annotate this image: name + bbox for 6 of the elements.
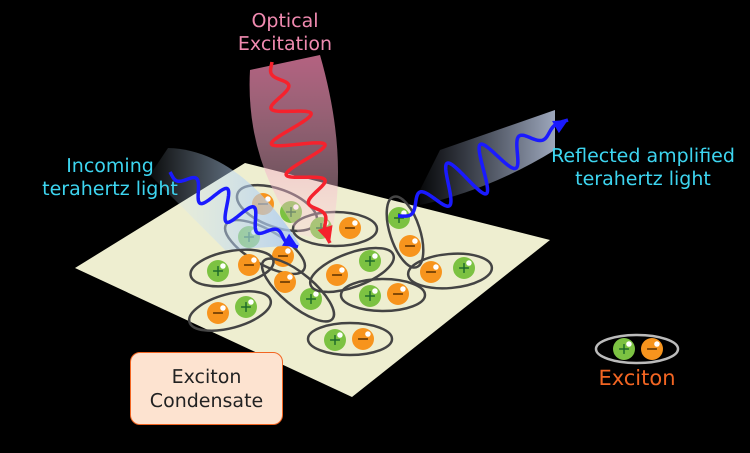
caption-text: Optical Excitation	[236, 10, 334, 56]
label-box	[130, 352, 283, 425]
caption-text: Incoming terahertz light	[41, 155, 179, 201]
legend-text: Exciton	[597, 367, 677, 390]
box-text: Exciton Condensate	[148, 364, 264, 412]
caption-text: Reflected amplified terahertz light	[550, 145, 736, 191]
